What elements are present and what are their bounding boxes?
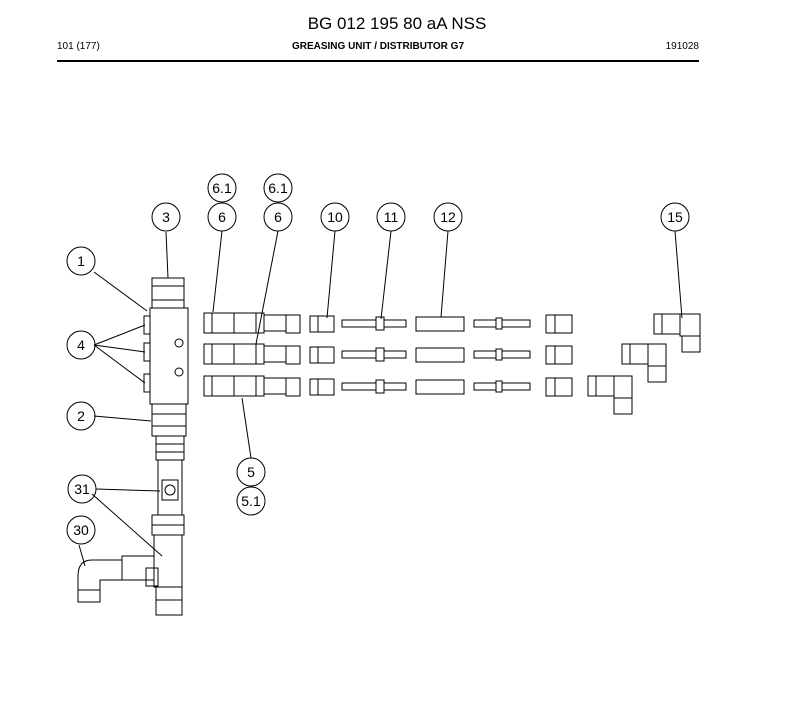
- page-reference: 101 (177): [57, 41, 100, 52]
- tube-row-2: [203, 343, 573, 365]
- header-row: 101 (177) GREASING UNIT / DISTRIBUTOR G7…: [57, 41, 699, 55]
- section-title: GREASING UNIT / DISTRIBUTOR G7: [291, 41, 465, 52]
- document-date: 191028: [665, 41, 699, 52]
- callout-6-1-a: 6.1: [212, 180, 232, 196]
- elbow-fitting: [77, 555, 159, 603]
- tube-row-1: [203, 312, 573, 334]
- callout-6-b: 6: [274, 209, 282, 225]
- callout-1: 1: [77, 253, 85, 269]
- callout-31: 31: [74, 481, 90, 497]
- callout-30: 30: [73, 522, 89, 538]
- distributor-assembly: [143, 277, 189, 616]
- callout-5: 5: [247, 464, 255, 480]
- callout-11: 11: [384, 209, 399, 225]
- leader-lines: [78, 230, 683, 567]
- callout-3: 3: [162, 209, 170, 225]
- callout-15: 15: [667, 209, 683, 225]
- callout-10: 10: [327, 209, 343, 225]
- header-rule: [57, 60, 699, 62]
- callout-circles: [66, 173, 690, 545]
- tube-row-3: [203, 375, 573, 397]
- callout-4: 4: [77, 337, 85, 353]
- callout-12: 12: [440, 209, 456, 225]
- callout-6-a: 6: [218, 209, 226, 225]
- callout-6-1-b: 6.1: [268, 180, 288, 196]
- callout-5-1: 5.1: [241, 493, 261, 509]
- document-title: BG 012 195 80 aA NSS: [307, 14, 487, 33]
- callout-2: 2: [77, 408, 85, 424]
- angle-connectors: [587, 313, 701, 415]
